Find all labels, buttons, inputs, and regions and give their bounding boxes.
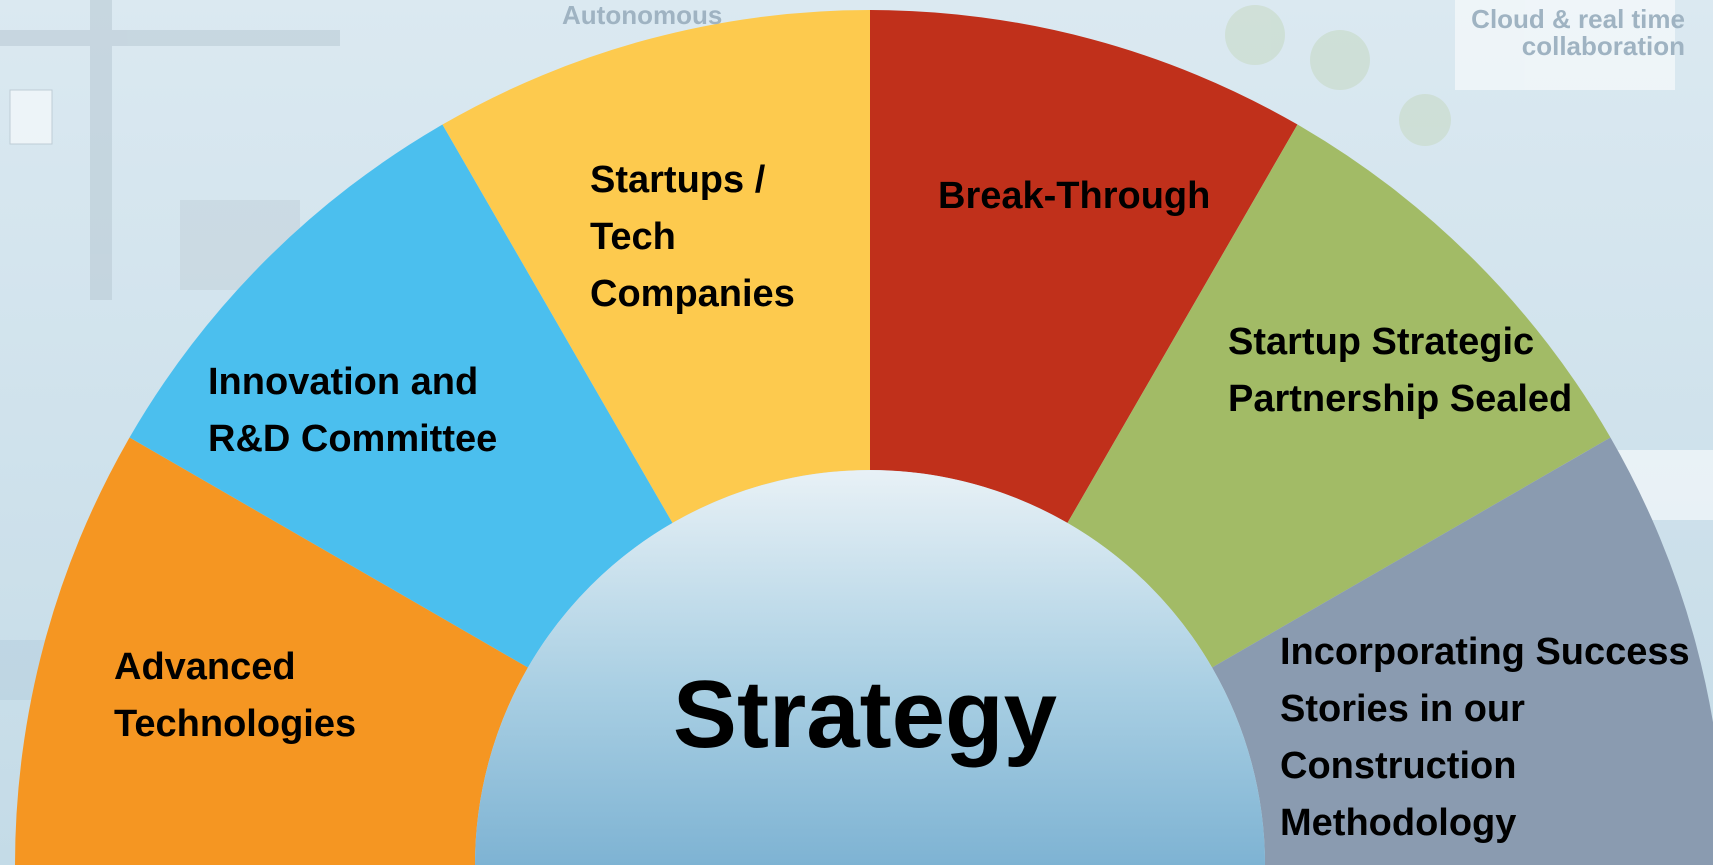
segment-break-through — [870, 10, 1298, 523]
segment-advanced-technologies — [15, 437, 528, 865]
inner-half-circle — [475, 470, 1265, 865]
segment-label-partnership: Startup Strategic Partnership Sealed — [1228, 321, 1573, 420]
radial-diagram — [15, 10, 1713, 865]
background-caption-cloud: Cloud & real time collaboration — [1471, 4, 1685, 61]
segment-innovation-committee — [129, 124, 673, 668]
center-title: Strategy — [672, 661, 1058, 768]
segment-label-innovation-committee: Innovation and R&D Committee — [208, 361, 498, 460]
segment-label-advanced-technologies: Advanced Technologies — [114, 646, 357, 745]
segment-label-break-through: Break-Through — [938, 175, 1211, 217]
segment-partnership — [1067, 124, 1611, 668]
segment-success-stories — [1212, 437, 1713, 865]
segment-startups — [442, 10, 870, 523]
background-caption-autonomous: Autonomous — [562, 0, 723, 30]
segment-label-success-stories: Incorporating Success Stories in our Con… — [1280, 631, 1690, 844]
segment-label-startups: Startups / Tech Companies — [590, 159, 795, 315]
